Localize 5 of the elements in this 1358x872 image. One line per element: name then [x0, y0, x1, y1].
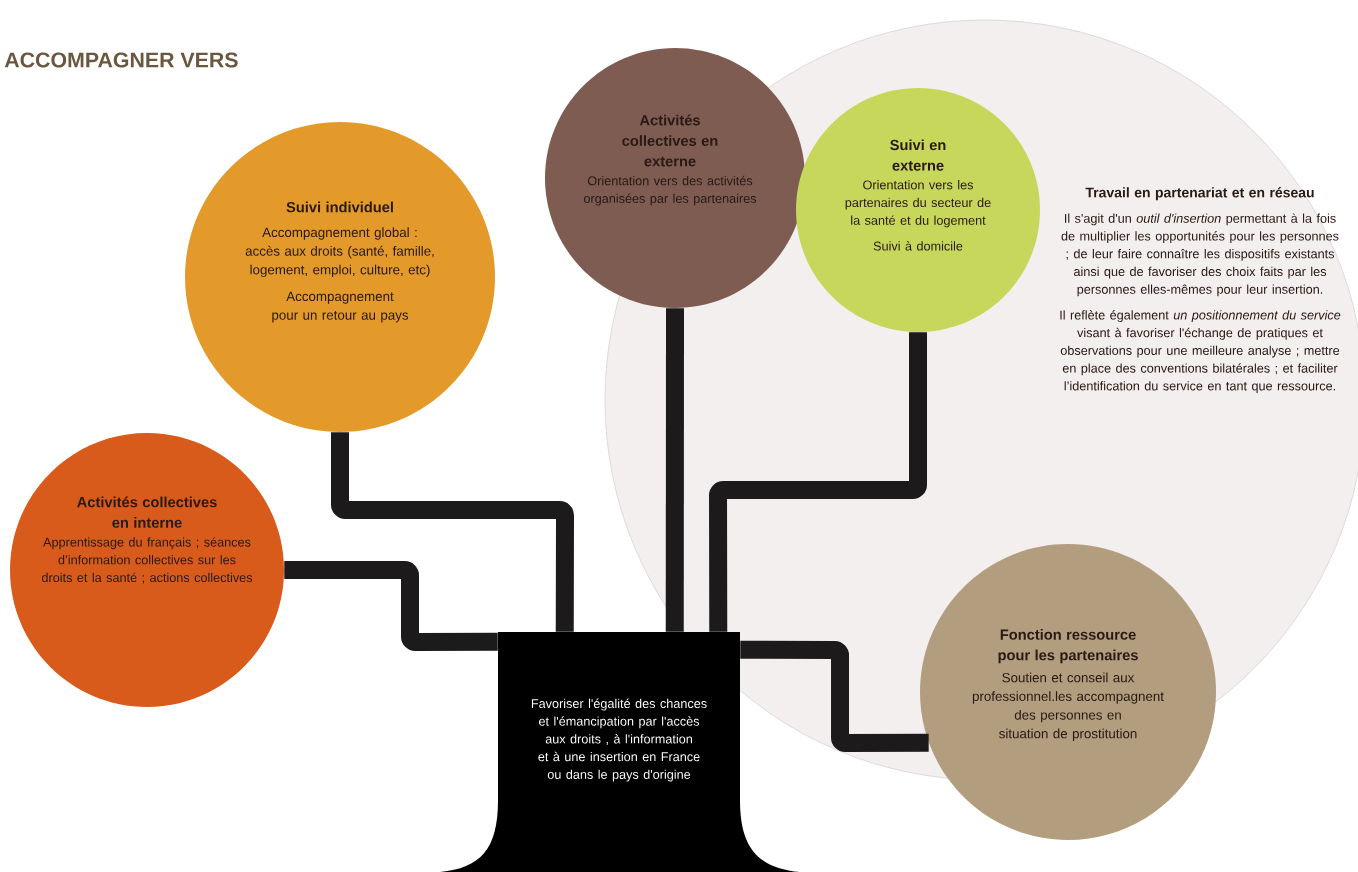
branch-line [331, 432, 574, 632]
branch-line [709, 332, 927, 632]
title: ACCOMPAGNER VERS [4, 52, 238, 68]
branch-line [284, 561, 498, 651]
trunk-box: Favoriser l'égalité des chances et l'émancipation par l'accès aux droits , à l'information et à une insertion en France ou dans le pays d'origine [440, 632, 800, 872]
